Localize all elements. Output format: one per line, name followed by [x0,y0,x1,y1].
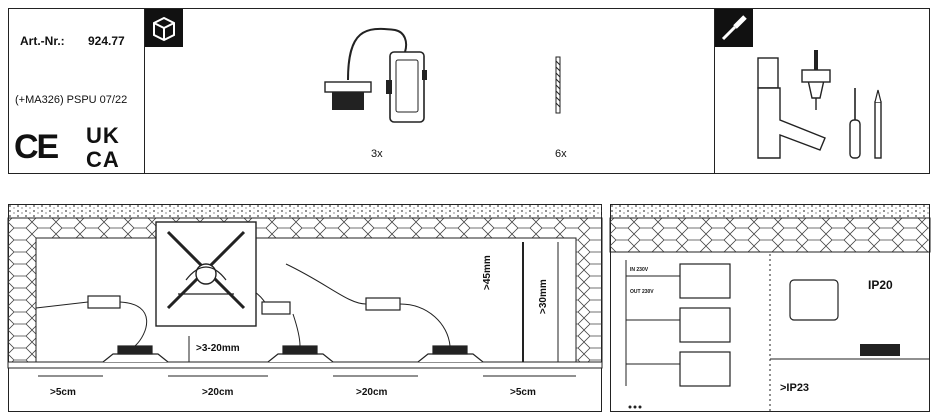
screw-part [552,55,564,115]
screwdriver-icon [715,9,753,47]
spacing-mid1-label: >20cm [202,387,234,398]
clearance-1-label: >45mm [482,255,493,290]
package-box-icon [145,9,183,47]
in-label: IN 230V [630,267,649,273]
lamp-quantity: 3x [371,148,383,160]
article-number: 924.77 [88,34,125,48]
out-label: OUT 230V [630,289,654,295]
revision-text: (+MA326) PSPU 07/22 [15,94,128,106]
ce-mark: CE [14,128,59,166]
clearance-2-label: >30mm [538,279,549,314]
recessed-lamp-part [320,20,430,130]
divider [144,8,146,174]
spacing-left-label: >5cm [50,387,76,398]
uk-mark: UK [86,123,120,148]
ip23-label: >IP23 [780,382,810,394]
wiring-diagram [609,204,931,412]
ip20-label: IP20 [868,278,893,292]
depth-spacing-label: >3-20mm [196,343,240,354]
article-label: Art.-Nr.: [20,34,65,48]
tools-illustration [750,40,900,165]
spacing-mid2-label: >20cm [356,387,388,398]
screw-quantity: 6x [555,148,567,160]
header-panel [8,8,930,174]
ceiling-diagram [7,204,603,412]
spacing-right-label: >5cm [510,387,536,398]
divider [714,8,716,174]
ca-mark: CA [86,147,120,172]
